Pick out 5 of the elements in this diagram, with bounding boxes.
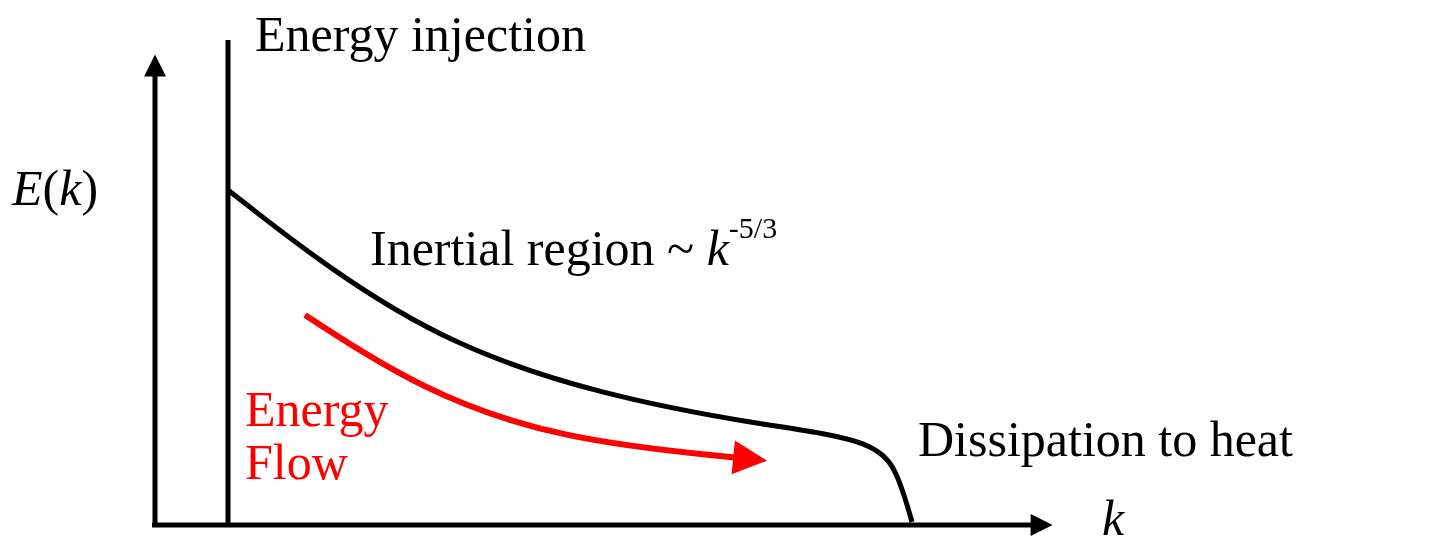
annotation: Dissipation to heat xyxy=(918,413,1293,466)
axis-label: E(k) xyxy=(12,162,99,215)
annotation: Energy Flow xyxy=(245,383,390,488)
annotation: Energy injection xyxy=(255,8,586,61)
axis-label: k xyxy=(1102,492,1125,543)
